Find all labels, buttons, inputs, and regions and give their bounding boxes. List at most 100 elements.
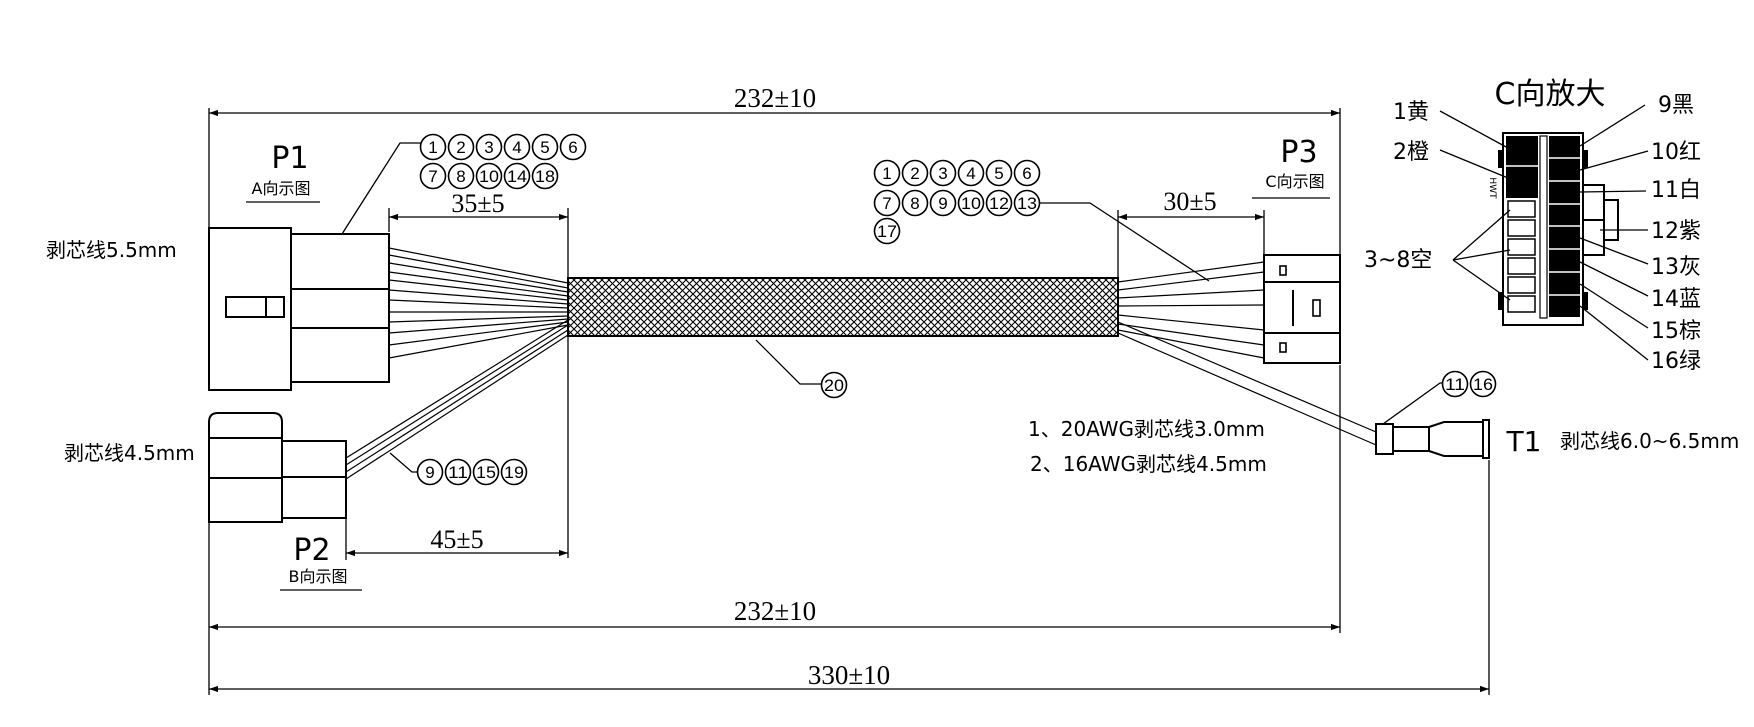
svg-text:11: 11 xyxy=(448,463,468,482)
pin-callout: 5 xyxy=(531,133,559,161)
pin-callout: 4 xyxy=(503,133,531,161)
enlarged-view-leaders xyxy=(1439,104,1649,361)
svg-text:1: 1 xyxy=(428,138,437,157)
dimension-text: 30±5 xyxy=(1163,187,1216,216)
pin-callout: 2 xyxy=(447,133,475,161)
connector-p2-name: P2 xyxy=(293,533,330,568)
dimension-text: 45±5 xyxy=(430,525,483,554)
svg-text:5: 5 xyxy=(994,164,1003,183)
dimension-text: 35±5 xyxy=(451,189,504,218)
t1-wire-pair xyxy=(1117,321,1377,446)
terminal-t1 xyxy=(1375,419,1490,459)
svg-text:19: 19 xyxy=(504,463,524,482)
pin-callout: 11 xyxy=(444,458,472,486)
p1-pin-callouts: 1 2 3 4 5 6 7 8 xyxy=(419,133,587,190)
t1-pin-callouts: 11 16 xyxy=(1441,370,1497,398)
enlarged-view-title: C向放大 xyxy=(1495,77,1606,112)
extension-lines xyxy=(208,108,1490,695)
svg-text:11: 11 xyxy=(1445,375,1465,394)
svg-text:8: 8 xyxy=(910,194,919,213)
p3-wire-bundle xyxy=(1117,261,1265,359)
wire-label: 10红 xyxy=(1651,140,1701,165)
connector-p1-name: P1 xyxy=(271,141,308,176)
pin-callout: 19 xyxy=(500,458,528,486)
empty-pins-label: 3~8空 xyxy=(1364,248,1432,273)
wire-label: 9黑 xyxy=(1658,93,1694,118)
svg-text:9: 9 xyxy=(425,463,434,482)
pin-callout: 1 xyxy=(873,159,901,187)
pin-callout: 13 xyxy=(1013,189,1041,217)
svg-text:4: 4 xyxy=(512,138,521,157)
pin-callout: 2 xyxy=(901,159,929,187)
pin-callout: 11 xyxy=(1441,370,1469,398)
svg-text:2: 2 xyxy=(910,164,919,183)
svg-text:6: 6 xyxy=(568,138,577,157)
pin-callout: 8 xyxy=(901,189,929,217)
pin-callout: 3 xyxy=(475,133,503,161)
pin-callout: 7 xyxy=(873,189,901,217)
braided-sleeve xyxy=(567,277,1119,337)
connector-p3-view-label: C向示图 xyxy=(1265,172,1324,191)
enlarged-connector-face xyxy=(1498,132,1619,326)
dimension-p2-breakout: 45±5 xyxy=(346,525,568,557)
svg-text:3: 3 xyxy=(484,138,493,157)
pin-callout: 6 xyxy=(1013,159,1041,187)
pin-callout: 1 xyxy=(419,133,447,161)
pin-callout: 6 xyxy=(559,133,587,161)
pin-callout: 10 xyxy=(957,189,985,217)
dimension-p3-breakout: 30±5 xyxy=(1118,187,1264,221)
connector-p1 xyxy=(208,227,390,391)
housing-mark: HWT xyxy=(1487,177,1497,199)
svg-text:10: 10 xyxy=(479,167,499,186)
dimension-total-length: 330±10 xyxy=(209,660,1489,693)
svg-text:7: 7 xyxy=(882,194,891,213)
svg-text:1: 1 xyxy=(882,164,891,183)
p3-pin-callouts: 1 2 3 4 5 6 7 8 xyxy=(873,159,1041,245)
wire-label: 16绿 xyxy=(1651,349,1701,374)
connector-p3 xyxy=(1263,254,1341,364)
svg-text:2: 2 xyxy=(456,138,465,157)
connector-p3-name: P3 xyxy=(1280,135,1317,170)
pin-callout: 8 xyxy=(447,162,475,190)
pin-callout: 16 xyxy=(1469,370,1497,398)
svg-text:5: 5 xyxy=(540,138,549,157)
wire-label: 13灰 xyxy=(1651,255,1701,280)
svg-text:14: 14 xyxy=(507,167,527,186)
connector-p1-strip-length: 剥芯线5.5mm xyxy=(46,238,177,262)
pin-callout: 18 xyxy=(531,162,559,190)
left-wire-color-labels: 1黄 2橙 xyxy=(1393,100,1429,165)
note-line-1: 1、20AWG剥芯线3.0mm xyxy=(1028,417,1265,441)
p2-pin-callouts: 9 11 15 19 xyxy=(416,458,528,486)
dimension-bottom-overall: 232±10 xyxy=(209,596,1340,631)
pin-callout: 7 xyxy=(419,162,447,190)
svg-text:9: 9 xyxy=(938,194,947,213)
dimension-top-overall: 232±10 xyxy=(209,83,1340,117)
pin-callout: 14 xyxy=(503,162,531,190)
svg-text:18: 18 xyxy=(535,167,555,186)
svg-text:16: 16 xyxy=(1473,375,1493,394)
wire-label: 14蓝 xyxy=(1651,287,1701,312)
dimension-text: 232±10 xyxy=(734,83,816,113)
svg-text:15: 15 xyxy=(476,463,496,482)
p2-wire-bundle xyxy=(345,319,569,480)
svg-text:6: 6 xyxy=(1022,164,1031,183)
right-wire-color-labels: 9黑 10红 11白 12紫 13灰 14蓝 15棕 16绿 xyxy=(1651,93,1701,374)
pin-callout: 12 xyxy=(985,189,1013,217)
connector-p2-view-label: B向示图 xyxy=(289,567,348,586)
dimension-p1-breakout: 35±5 xyxy=(389,189,568,221)
terminal-t1-strip-length: 剥芯线6.0~6.5mm xyxy=(1560,429,1739,453)
connector-p1-view-label: A向示图 xyxy=(252,179,311,198)
dimension-text: 232±10 xyxy=(734,596,816,626)
pin-callout: 4 xyxy=(957,159,985,187)
svg-text:3: 3 xyxy=(938,164,947,183)
svg-text:17: 17 xyxy=(877,222,897,241)
svg-text:13: 13 xyxy=(1017,194,1037,213)
terminal-t1-name: T1 xyxy=(1506,425,1542,458)
svg-text:10: 10 xyxy=(961,194,981,213)
sleeve-callout: 20 xyxy=(820,371,848,399)
wire-label: 15棕 xyxy=(1651,319,1701,344)
note-line-2: 2、16AWG剥芯线4.5mm xyxy=(1030,452,1267,476)
wire-label: 12紫 xyxy=(1651,219,1701,244)
svg-text:12: 12 xyxy=(989,194,1009,213)
pin-callout: 10 xyxy=(475,162,503,190)
